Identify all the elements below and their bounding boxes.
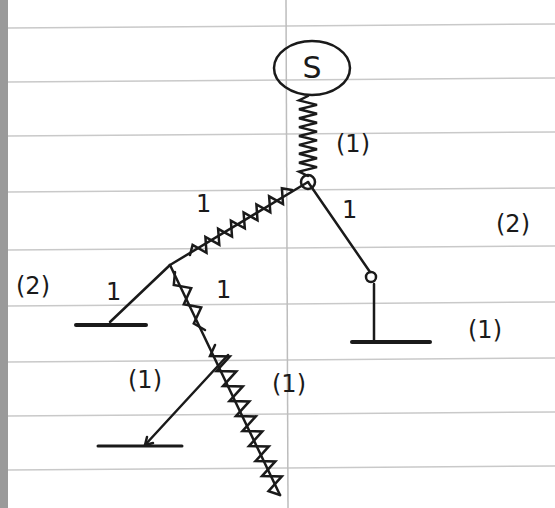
- link: [373, 284, 376, 340]
- link: [308, 182, 370, 272]
- link: [170, 182, 308, 265]
- spring: [210, 345, 282, 495]
- spring: [299, 96, 317, 176]
- spring: [190, 188, 292, 255]
- ground: [76, 323, 146, 327]
- link-length: 1: [106, 280, 121, 304]
- mechanism: [76, 96, 430, 495]
- ground: [352, 340, 430, 344]
- arrow-tip: [145, 437, 153, 445]
- callout-number: (2): [496, 212, 530, 236]
- link-length: 1: [196, 192, 211, 216]
- callout-number: (2): [16, 274, 50, 298]
- ruled-lines: [8, 24, 555, 470]
- callout-number: (1): [128, 368, 162, 392]
- link-length: 1: [342, 198, 357, 222]
- link-length: 1: [216, 278, 231, 302]
- callout-number: (1): [336, 132, 370, 156]
- circle-node: S: [272, 39, 352, 97]
- callout-number: (1): [272, 372, 306, 396]
- node-text: S: [302, 53, 321, 83]
- spring: [174, 272, 205, 330]
- joint: [366, 272, 376, 282]
- callout-number: (1): [468, 318, 502, 342]
- page-edge-shadow: [0, 0, 8, 508]
- margin-line: [286, 0, 288, 508]
- ground: [98, 445, 182, 448]
